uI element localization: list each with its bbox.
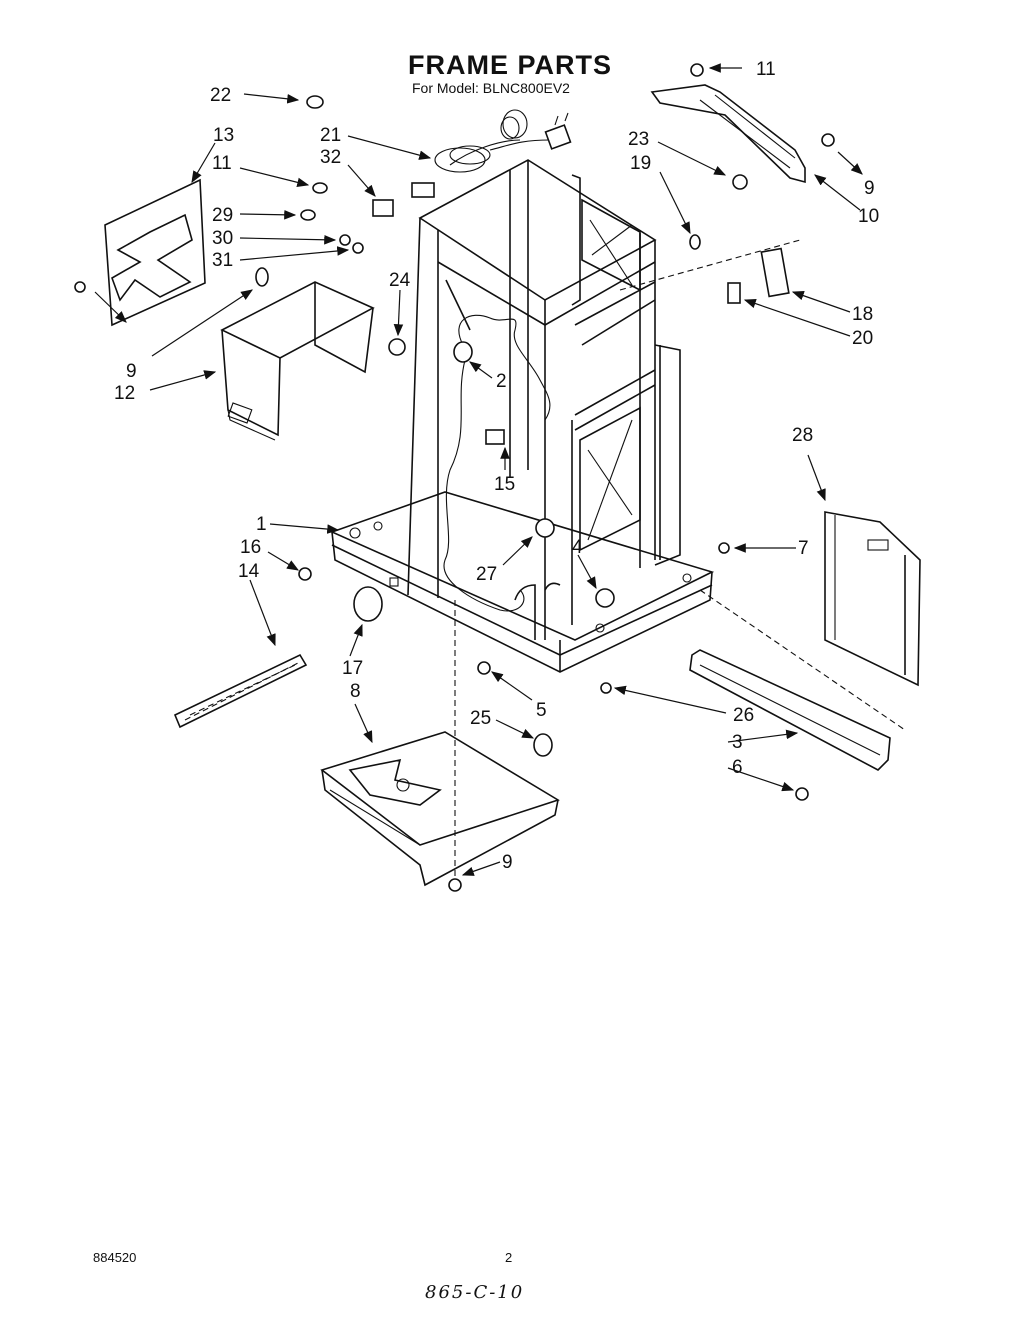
hardware-parts: [74, 63, 835, 892]
wiring-harness: [443, 314, 551, 612]
callout-10: 10: [858, 206, 879, 227]
callout-12: 12: [114, 383, 135, 404]
assembly-line: [619, 239, 801, 291]
callout-7: 7: [798, 538, 809, 559]
callout-16: 16: [240, 537, 261, 558]
toe-plate: [173, 653, 308, 729]
cabinet-base: [329, 491, 715, 673]
callout-9-topright: 9: [864, 178, 875, 199]
support-rail: [689, 649, 891, 771]
callout-11-left: 11: [212, 153, 232, 174]
callout-25: 25: [470, 708, 491, 729]
callout-3: 3: [732, 732, 743, 753]
callout-8: 8: [350, 681, 361, 702]
callout-13: 13: [213, 125, 234, 146]
callout-19: 19: [630, 153, 651, 174]
callout-32: 32: [320, 147, 341, 168]
power-cord: [411, 109, 572, 198]
callout-15: 15: [494, 474, 515, 495]
callout-1: 1: [256, 514, 267, 535]
callout-5: 5: [536, 700, 547, 721]
callout-18: 18: [852, 304, 873, 325]
handwritten-note: 865-C-10: [425, 1282, 525, 1303]
callout-23: 23: [628, 129, 649, 150]
assembly-line: [699, 589, 906, 731]
callout-2: 2: [496, 371, 507, 392]
callout-29: 29: [212, 205, 233, 226]
back-plate: [104, 178, 206, 327]
callout-6: 6: [732, 757, 743, 778]
callout-9-left: 9: [126, 361, 137, 382]
cabinet-frame: [407, 159, 681, 640]
callout-30: 30: [212, 228, 233, 249]
cover-panel: [220, 281, 375, 441]
callout-14: 14: [238, 561, 260, 582]
model-subtitle: For Model: BLNC800EV2: [412, 80, 570, 96]
bottom-pan: [320, 731, 560, 887]
callout-21: 21: [320, 125, 341, 146]
page-number: 2: [505, 1250, 513, 1265]
callout-31: 31: [212, 250, 233, 271]
callout-9-bottom: 9: [502, 852, 513, 873]
callout-26: 26: [733, 705, 754, 726]
callout-11-top: 11: [756, 59, 776, 80]
document-number: 884520: [93, 1250, 137, 1265]
door-switch: [760, 247, 790, 298]
callout-17: 17: [342, 658, 363, 679]
callout-22: 22: [210, 85, 231, 106]
page-title: FRAME PARTS: [408, 50, 612, 80]
callout-4: 4: [572, 537, 583, 558]
harness-connector: [453, 341, 473, 363]
side-panel: [824, 511, 921, 687]
callout-20: 20: [852, 328, 873, 349]
mounting-bracket: [650, 84, 806, 184]
switch-insulator: [727, 282, 741, 304]
callout-28: 28: [792, 425, 813, 446]
callout-27: 27: [476, 564, 497, 585]
callout-24: 24: [389, 270, 411, 291]
